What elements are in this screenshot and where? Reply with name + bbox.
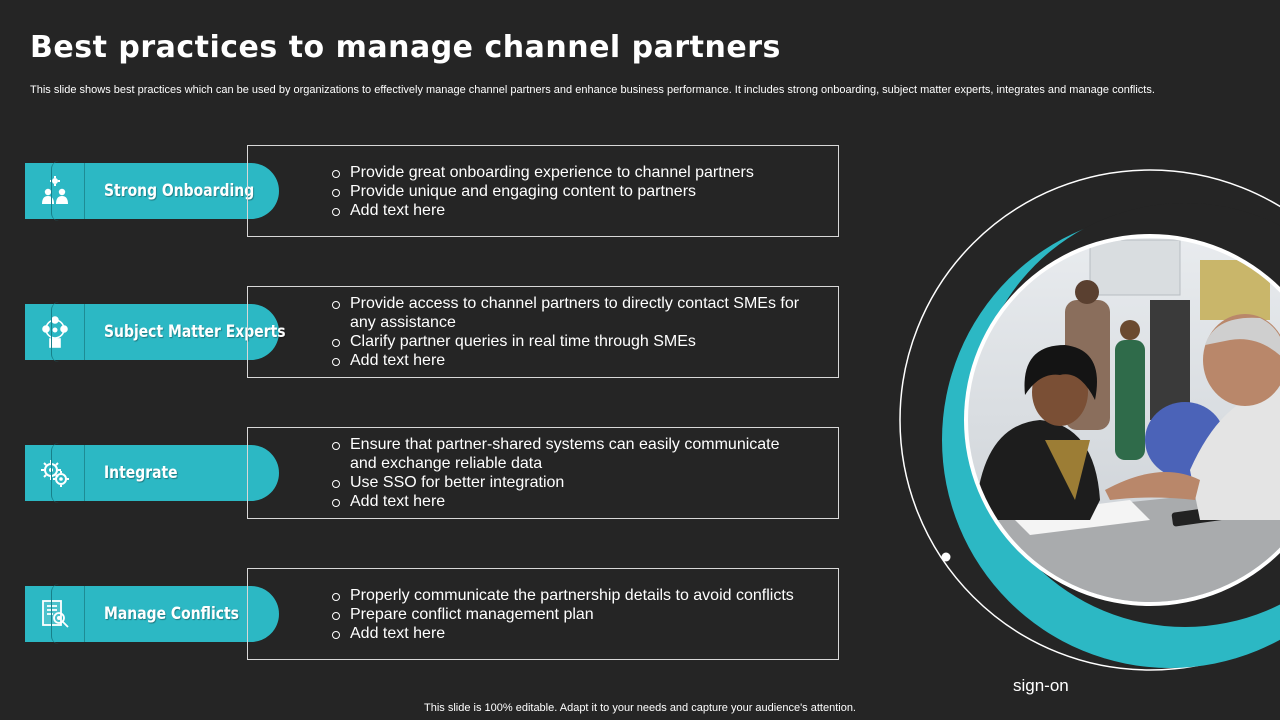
bullet-item: Add text here xyxy=(330,351,810,370)
people-gear-icon xyxy=(25,163,85,219)
pill-notch xyxy=(51,161,88,221)
bullet-item: Properly communicate the partnership det… xyxy=(330,586,810,605)
practice-label: Manage Conflicts xyxy=(104,604,239,624)
practice-label: Subject Matter Experts xyxy=(104,322,286,342)
bullet-list: Ensure that partner-shared systems can e… xyxy=(248,435,838,511)
practice-label-pill: Subject Matter Experts xyxy=(25,302,286,362)
slide-subtitle: This slide shows best practices which ca… xyxy=(30,84,1155,96)
bullet-item: Use SSO for better integration xyxy=(330,473,810,492)
meeting-photo xyxy=(968,238,1280,602)
bullet-list: Provide great onboarding experience to c… xyxy=(248,163,838,220)
practice-label-pill: Integrate xyxy=(25,443,279,503)
bullet-item: Ensure that partner-shared systems can e… xyxy=(330,435,810,473)
document-search-icon xyxy=(25,586,85,642)
practice-label-pill: Manage Conflicts xyxy=(25,584,279,644)
photo-caption: sign-on xyxy=(1013,676,1069,695)
practice-details-box: Ensure that partner-shared systems can e… xyxy=(247,427,839,519)
practice-details-box: Provide access to channel partners to di… xyxy=(247,286,839,378)
practice-label: Integrate xyxy=(104,463,178,483)
pill-notch xyxy=(51,443,88,503)
bullet-list: Provide access to channel partners to di… xyxy=(248,294,838,370)
ring-dot xyxy=(941,552,951,562)
practice-details-box: Provide great onboarding experience to c… xyxy=(247,145,839,237)
bullet-item: Provide unique and engaging content to p… xyxy=(330,182,810,201)
bullet-item: Provide access to channel partners to di… xyxy=(330,294,810,332)
bullet-item: Add text here xyxy=(330,492,810,511)
practice-label: Strong Onboarding xyxy=(104,181,255,201)
bullet-item: Add text here xyxy=(330,201,810,220)
outer-ring xyxy=(899,169,1280,671)
gears-integration-icon xyxy=(25,445,85,501)
practice-label-pill: Strong Onboarding xyxy=(25,161,279,221)
bullet-list: Properly communicate the partnership det… xyxy=(248,586,838,643)
pill-notch xyxy=(51,302,88,362)
teal-ring xyxy=(942,212,1280,668)
bullet-item: Clarify partner queries in real time thr… xyxy=(330,332,810,351)
slide-title: Best practices to manage channel partner… xyxy=(30,30,781,65)
bullet-item: Provide great onboarding experience to c… xyxy=(330,163,810,182)
bullet-item: Prepare conflict management plan xyxy=(330,605,810,624)
bullet-item: Add text here xyxy=(330,624,810,643)
pill-notch xyxy=(51,584,88,644)
practice-details-box: Properly communicate the partnership det… xyxy=(247,568,839,660)
footer-note: This slide is 100% editable. Adapt it to… xyxy=(424,702,856,714)
